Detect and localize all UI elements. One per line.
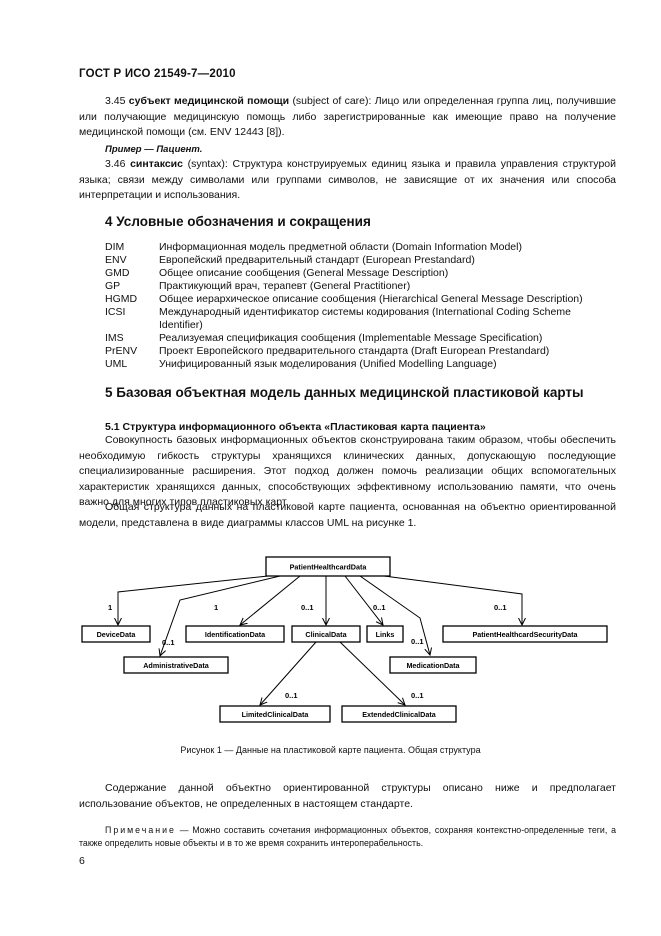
mult-identification: 1 (214, 603, 218, 612)
abbreviation-key: GP (105, 280, 121, 292)
class-identification-data: IdentificationData (185, 625, 285, 643)
abbreviation-row: HGMD Общее иерархическое описание сообщен… (105, 293, 616, 306)
abbreviation-row: GMD Общее описание сообщения (General Mes… (105, 267, 616, 280)
mult-extended: 0..1 (411, 691, 424, 700)
abbreviation-value: Практикующий врач, терапевт (General Pra… (159, 280, 411, 292)
definition-3-46: 3.46 синтаксис (syntax): Структура конст… (79, 157, 616, 204)
definition-3-45: 3.45 субъект медицинской помощи (subject… (79, 94, 616, 141)
mult-device: 1 (108, 603, 112, 612)
section-4-title: 4 Условные обозначения и сокращения (105, 214, 371, 229)
abbreviation-value: Реализуемая спецификация сообщения (Impl… (159, 332, 543, 344)
svg-text:LimitedClinicalData: LimitedClinicalData (242, 710, 310, 719)
abbreviation-value: Европейский предварительный стандарт (Eu… (159, 254, 475, 266)
assoc-security (383, 575, 522, 625)
example-text: Пример — Пациент. (105, 144, 203, 155)
svg-text:ClinicalData: ClinicalData (305, 630, 347, 639)
abbreviation-row: ICSI Международный идентификатор системы … (105, 306, 616, 332)
paragraph-3: Содержание данной объектно ориентированн… (79, 782, 616, 810)
definition-english: (subject of care): (292, 95, 372, 107)
class-device-data: DeviceData (81, 625, 151, 643)
assoc-device (118, 575, 269, 625)
abbreviation-key: PrENV (105, 345, 138, 357)
abbreviation-value: Унифицированный язык моделирования (Unif… (159, 358, 497, 370)
section-5-1-title: 5.1 Структура информационного объекта «П… (105, 421, 486, 433)
assoc-extended (339, 641, 405, 705)
definition-body: Структура конструируемых единиц языка и … (79, 158, 616, 201)
svg-text:PatientHealthcardSecurityData: PatientHealthcardSecurityData (472, 630, 578, 639)
abbreviation-key: UML (105, 358, 128, 370)
svg-text:MedicationData: MedicationData (406, 661, 460, 670)
abbreviation-value: Международный идентификатор системы коди… (159, 306, 571, 331)
definition-number: 3.45 (105, 95, 126, 107)
definition-body: Лицо или определенная группа лиц, получи… (79, 95, 617, 138)
note-text: — Можно составить сочетания информационн… (79, 825, 616, 848)
assoc-medication (359, 575, 430, 655)
class-medication-data: MedicationData (389, 656, 477, 674)
abbreviation-row: UML Унифицированный язык моделирования (U… (105, 358, 616, 371)
abbreviation-row: GP Практикующий врач, терапевт (General P… (105, 280, 616, 293)
svg-text:ExtendedClinicalData: ExtendedClinicalData (362, 710, 436, 719)
mult-clinical: 0..1 (301, 603, 314, 612)
class-extended-clinical-data: ExtendedClinicalData (341, 705, 457, 723)
abbreviation-row: DIM Информационная модель предметной обла… (105, 241, 616, 254)
mult-medication: 0..1 (411, 637, 424, 646)
svg-text:AdministrativeData: AdministrativeData (143, 661, 210, 670)
mult-links: 0..1 (373, 603, 386, 612)
abbreviation-key: ICSI (105, 306, 126, 318)
class-links: Links (366, 625, 404, 643)
abbreviation-value: Общее иерархическое описание сообщения (… (159, 293, 583, 305)
page-number: 6 (79, 855, 85, 867)
abbreviation-row: IMS Реализуемая спецификация сообщения (I… (105, 332, 616, 345)
mult-limited: 0..1 (285, 691, 298, 700)
definition-english: (syntax): (187, 158, 228, 170)
abbreviation-value: Проект Европейского предварительного ста… (159, 345, 550, 357)
assoc-administrative (160, 575, 281, 656)
svg-text:Links: Links (376, 630, 395, 639)
abbreviation-key: HGMD (105, 293, 138, 305)
class-patient-healthcard-data: PatientHealthcardData (265, 556, 391, 577)
class-security-data: PatientHealthcardSecurityData (442, 625, 608, 643)
abbreviation-row: PrENV Проект Европейского предварительног… (105, 345, 616, 358)
class-clinical-data: ClinicalData (291, 625, 361, 643)
mult-administrative: 0..1 (162, 638, 175, 647)
class-administrative-data: AdministrativeData (123, 656, 229, 674)
svg-text:IdentificationData: IdentificationData (205, 630, 266, 639)
standard-header: ГОСТ Р ИСО 21549-7—2010 (79, 68, 236, 80)
paragraph-2: Общая структура данных на пластиковой ка… (79, 501, 616, 529)
abbreviation-key: GMD (105, 267, 130, 279)
svg-text:DeviceData: DeviceData (97, 630, 137, 639)
mult-security: 0..1 (494, 603, 507, 612)
svg-text:PatientHealthcardData: PatientHealthcardData (290, 563, 368, 572)
class-limited-clinical-data: LimitedClinicalData (219, 705, 331, 723)
assoc-links (344, 575, 383, 625)
abbreviation-key: IMS (105, 332, 124, 344)
paragraph-1: Совокупность базовых информационных объе… (79, 434, 616, 508)
abbreviation-key: ENV (105, 254, 127, 266)
assoc-limited (260, 641, 317, 705)
assoc-identification (240, 575, 301, 625)
note: Примечание — Можно составить сочетания и… (79, 824, 616, 850)
definition-term: субъект медицинской помощи (128, 95, 290, 107)
abbreviation-key: DIM (105, 241, 125, 253)
uml-class-diagram: 1 0..1 1 0..1 0..1 0..1 0..1 0..1 0..1 P… (81, 556, 608, 723)
figure-caption: Рисунок 1 — Данные на пластиковой карте … (180, 745, 481, 755)
section-5-title: 5 Базовая объектная модель данных медици… (105, 385, 584, 400)
abbreviation-value: Информационная модель предметной области… (159, 241, 522, 253)
abbreviations-list: DIM Информационная модель предметной обла… (105, 241, 616, 371)
definition-term: синтаксис (130, 158, 183, 170)
definition-number: 3.46 (105, 158, 126, 170)
abbreviation-value: Общее описание сообщения (General Messag… (159, 267, 449, 279)
note-label: Примечание (105, 825, 176, 835)
abbreviation-row: ENV Европейский предварительный стандарт … (105, 254, 616, 267)
